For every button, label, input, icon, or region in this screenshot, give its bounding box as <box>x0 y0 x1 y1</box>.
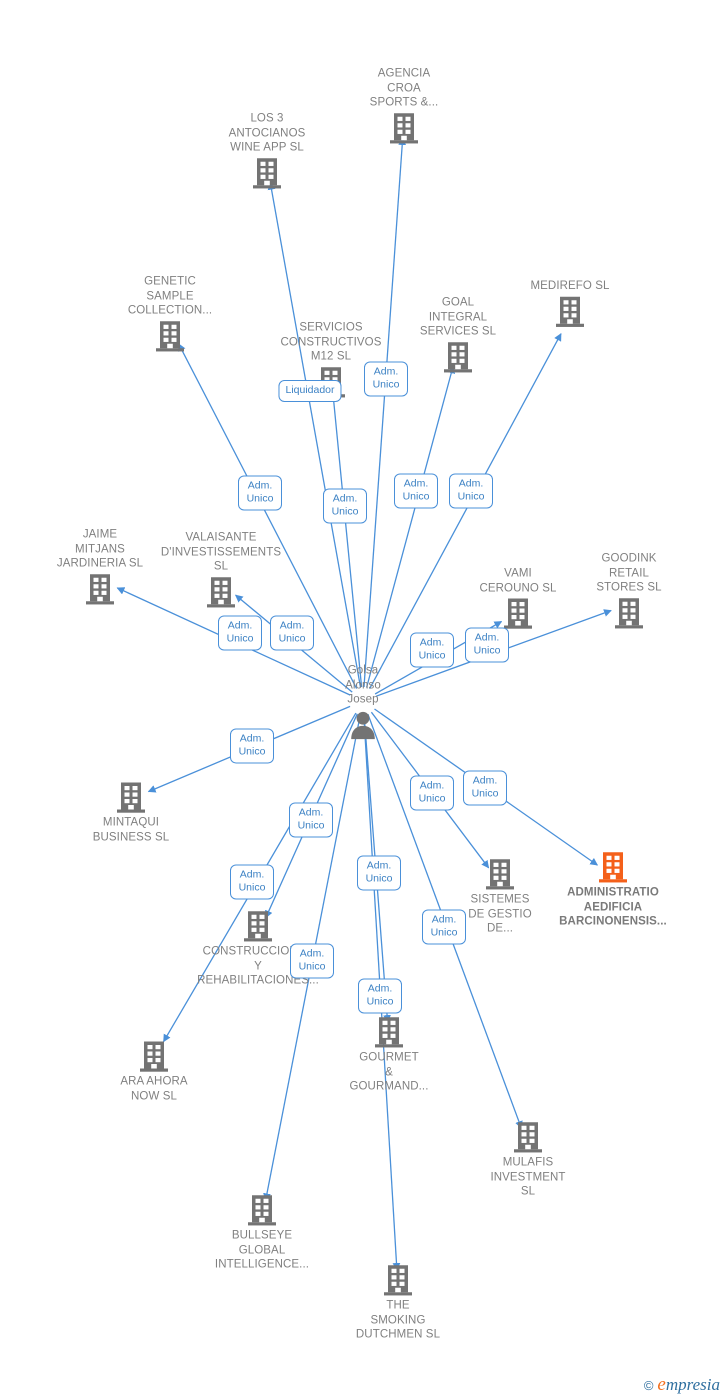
node-label: LOS 3 ANTOCIANOS WINE APP SL <box>228 112 306 154</box>
node-label: MULAFIS INVESTMENT SL <box>490 1156 566 1198</box>
node-label: GOAL INTEGRAL SERVICES SL <box>419 296 497 338</box>
edge-role-label-jaime_mitjans[interactable]: Adm. Unico <box>218 615 262 651</box>
company-node-sistemes_gestio[interactable]: SISTEMES DE GESTIO DE... <box>435 858 565 936</box>
edge-center-to-los3_antocianos <box>267 181 362 688</box>
edge-center-to-medirefo <box>369 333 562 690</box>
company-node-vami_cerouno[interactable]: VAMI CEROUNO SL <box>453 567 583 630</box>
building-icon <box>156 576 286 608</box>
building-icon <box>339 112 469 144</box>
edge-role-label-agencia_croa[interactable]: Adm. Unico <box>364 361 408 397</box>
edge-role-label-medirefo[interactable]: Adm. Unico <box>449 473 493 509</box>
node-label: CONSTRUCCIONES Y REHABILITACIONES... <box>197 945 319 987</box>
company-node-mintaqui[interactable]: MINTAQUI BUSINESS SL <box>66 782 196 845</box>
company-node-construcciones[interactable]: CONSTRUCCIONES Y REHABILITACIONES... <box>193 910 323 988</box>
edge-role-label-goal_integral[interactable]: Adm. Unico <box>394 473 438 509</box>
company-node-goodink_retail[interactable]: GOODINK RETAIL STORES SL <box>564 551 694 629</box>
node-label: MEDIREFO SL <box>530 279 610 292</box>
node-label: BULLSEYE GLOBAL INTELLIGENCE... <box>214 1229 310 1271</box>
company-node-bullseye[interactable]: BULLSEYE GLOBAL INTELLIGENCE... <box>197 1194 327 1272</box>
edge-role-label-smoking_dutchmen[interactable]: Adm. Unico <box>358 978 402 1014</box>
node-label: THE SMOKING DUTCHMEN SL <box>355 1299 441 1341</box>
node-label: JAIME MITJANS JARDINERIA SL <box>56 528 144 570</box>
edge-role-label-sistemes_gestio[interactable]: Adm. Unico <box>410 775 454 811</box>
company-node-ara_ahora[interactable]: ARA AHORA NOW SL <box>89 1041 219 1104</box>
node-label: GENETIC SAMPLE COLLECTION... <box>127 275 213 317</box>
company-node-mulafis[interactable]: MULAFIS INVESTMENT SL <box>463 1121 593 1199</box>
node-label: SERVICIOS CONSTRUCTIVOS M12 SL <box>280 321 382 363</box>
building-icon <box>435 858 565 890</box>
building-icon <box>548 851 678 883</box>
node-label: MINTAQUI BUSINESS SL <box>92 816 170 844</box>
company-node-genetic_sample[interactable]: GENETIC SAMPLE COLLECTION... <box>105 274 235 352</box>
company-node-jaime_mitjans[interactable]: JAIME MITJANS JARDINERIA SL <box>35 527 165 605</box>
building-icon <box>202 157 332 189</box>
building-icon <box>197 1194 327 1226</box>
building-icon <box>564 597 694 629</box>
edge-center-to-servicios_m12 <box>329 391 363 688</box>
building-icon <box>324 1016 454 1048</box>
building-icon <box>333 1264 463 1296</box>
company-node-goal_integral[interactable]: GOAL INTEGRAL SERVICES SL <box>393 295 523 373</box>
company-node-los3_antocianos[interactable]: LOS 3 ANTOCIANOS WINE APP SL <box>202 111 332 189</box>
edge-center-to-agencia_croa <box>363 137 407 688</box>
edge-role-label-construcciones[interactable]: Adm. Unico <box>289 802 333 838</box>
company-node-administratio[interactable]: ADMINISTRATIO AEDIFICIA BARCINONENSIS... <box>548 851 678 929</box>
building-icon <box>393 341 523 373</box>
person-icon <box>298 709 428 739</box>
empresia-logo: empresia <box>657 1374 720 1396</box>
edge-role-label-goodink_retail[interactable]: Adm. Unico <box>465 627 509 663</box>
edge-role-label-administratio[interactable]: Adm. Unico <box>463 770 507 806</box>
edge-role-label-genetic_sample[interactable]: Adm. Unico <box>238 475 282 511</box>
building-icon <box>193 910 323 942</box>
building-icon <box>505 295 635 327</box>
edge-center-to-goal_integral <box>365 365 456 688</box>
edge-role-label-valaisante[interactable]: Adm. Unico <box>270 615 314 651</box>
edge-center-to-genetic_sample <box>178 343 358 689</box>
company-node-agencia_croa[interactable]: AGENCIA CROA SPORTS &... <box>339 66 469 144</box>
building-icon <box>35 573 165 605</box>
building-icon <box>453 598 583 630</box>
building-icon <box>66 782 196 814</box>
company-node-medirefo[interactable]: MEDIREFO SL <box>505 279 635 328</box>
node-label: ADMINISTRATIO AEDIFICIA BARCINONENSIS... <box>559 886 667 928</box>
empresia-logo-initial: e <box>657 1374 666 1395</box>
person-node-center[interactable]: Golsa Alonso Josep <box>298 663 428 739</box>
company-node-smoking_dutchmen[interactable]: THE SMOKING DUTCHMEN SL <box>333 1264 463 1342</box>
company-node-valaisante[interactable]: VALAISANTE D'INVESTISSEMENTS SL <box>156 530 286 608</box>
building-icon <box>89 1041 219 1073</box>
watermark: © empresia <box>644 1374 720 1396</box>
edge-role-label-gourmet[interactable]: Adm. Unico <box>357 855 401 891</box>
edge-role-label-bullseye[interactable]: Adm. Unico <box>290 943 334 979</box>
copyright-symbol: © <box>643 1377 654 1393</box>
node-label: GOODINK RETAIL STORES SL <box>596 552 662 594</box>
node-label: VAMI CEROUNO SL <box>479 567 557 595</box>
node-label: SISTEMES DE GESTIO DE... <box>468 893 532 935</box>
node-label: Golsa Alonso Josep <box>345 664 381 706</box>
edge-role-label-mintaqui[interactable]: Adm. Unico <box>230 728 274 764</box>
empresia-logo-rest: mpresia <box>665 1375 720 1394</box>
edge-role-label-vami_cerouno[interactable]: Adm. Unico <box>410 632 454 668</box>
building-icon <box>105 320 235 352</box>
node-label: ARA AHORA NOW SL <box>120 1075 188 1103</box>
edge-role-label-mulafis[interactable]: Adm. Unico <box>422 909 466 945</box>
node-label: AGENCIA CROA SPORTS &... <box>369 67 439 109</box>
node-label: VALAISANTE D'INVESTISSEMENTS SL <box>160 531 282 573</box>
building-icon <box>463 1121 593 1153</box>
edge-role-label-servicios_m12[interactable]: Liquidador <box>278 380 342 402</box>
edge-role-label-los3_antocianos[interactable]: Adm. Unico <box>323 488 367 524</box>
node-label: GOURMET & GOURMAND... <box>349 1051 429 1093</box>
company-node-gourmet[interactable]: GOURMET & GOURMAND... <box>324 1016 454 1094</box>
edge-role-label-ara_ahora[interactable]: Adm. Unico <box>230 864 274 900</box>
